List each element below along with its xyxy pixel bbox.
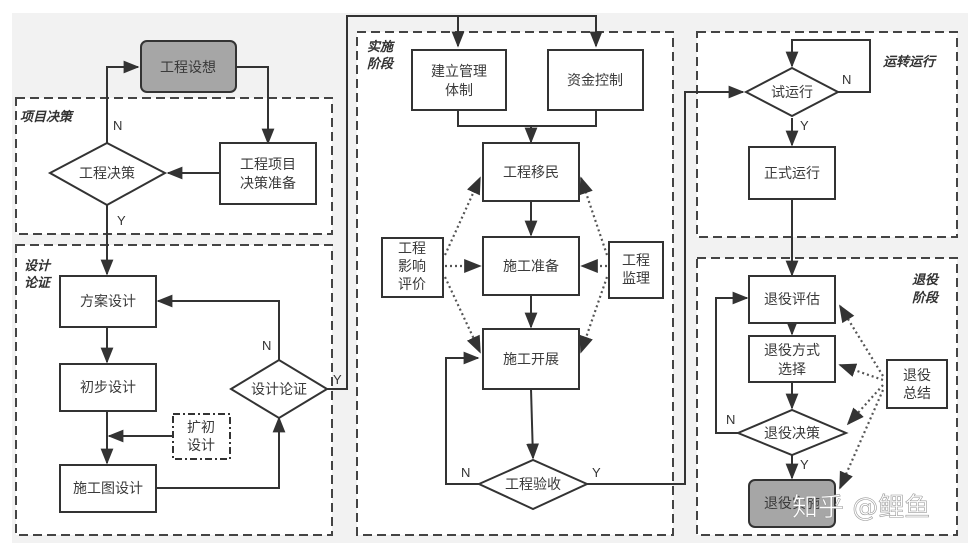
edge-merge-top xyxy=(457,110,597,127)
label-project-decision: 工程决策 xyxy=(79,165,135,182)
label-n-acceptance: N xyxy=(461,465,470,480)
label-mgmt-system-2: 体制 xyxy=(445,83,473,99)
edge-summary-to-decision xyxy=(846,384,884,426)
label-y-acceptance: Y xyxy=(592,465,601,480)
node-fund-control[interactable] xyxy=(547,49,644,111)
node-formal-run[interactable] xyxy=(748,146,836,200)
node-impact-assessment[interactable] xyxy=(381,237,444,298)
watermark: 知乎 @鲤鱼 xyxy=(792,493,930,523)
edge-acceptance-no xyxy=(445,351,480,485)
edge-construction-to-acceptance xyxy=(526,388,539,460)
label-decom-method-2: 选择 xyxy=(778,362,806,378)
label-decom-summary-1: 退役 xyxy=(903,368,931,384)
edge-concept-to-prep xyxy=(236,66,275,145)
edge-drawing-to-review xyxy=(156,416,286,489)
label-acceptance: 工程验收 xyxy=(505,477,561,493)
node-prelim-design[interactable] xyxy=(59,363,157,412)
node-mgmt-system[interactable] xyxy=(411,49,507,111)
label-n-decision: N xyxy=(113,118,122,133)
section-label-design-1: 设计 xyxy=(24,258,52,274)
label-decision-prep-1: 工程项目 xyxy=(240,157,296,173)
node-decom-final[interactable] xyxy=(748,479,836,528)
node-construction-drawing[interactable] xyxy=(59,464,157,513)
label-impact-1: 工程 xyxy=(398,241,426,257)
label-trial-run: 试运行 xyxy=(771,85,813,101)
label-n-decom: N xyxy=(726,412,735,427)
node-project-decision[interactable] xyxy=(47,141,168,207)
section-label-decision: 项目决策 xyxy=(20,109,75,125)
node-construction-prep[interactable] xyxy=(482,236,580,296)
section-operation-frame xyxy=(696,31,958,238)
label-resettlement: 工程移民 xyxy=(503,165,559,181)
edge-acceptance-yes xyxy=(587,85,745,485)
label-decom-method-1: 退役方式 xyxy=(764,343,820,359)
label-extended-design-1: 扩初 xyxy=(187,419,215,436)
label-impact-2: 影响 xyxy=(398,259,426,275)
label-decom-assessment: 退役评估 xyxy=(764,292,820,308)
label-y-review: Y xyxy=(333,372,342,387)
node-decision-prep[interactable] xyxy=(219,142,317,205)
edge-review-no xyxy=(156,294,280,360)
label-construction: 施工开展 xyxy=(503,352,559,368)
label-decom-summary-2: 总结 xyxy=(903,386,931,402)
section-label-decom-2: 阶段 xyxy=(912,290,940,306)
node-decom-method[interactable] xyxy=(748,335,836,383)
label-scheme-design: 方案设计 xyxy=(80,293,136,310)
label-impact-3: 评价 xyxy=(398,277,426,293)
label-y-trial: Y xyxy=(800,118,809,133)
node-extended-design[interactable] xyxy=(172,413,231,460)
node-concept[interactable] xyxy=(140,40,237,93)
edge-trial-no xyxy=(785,39,871,93)
label-construction-drawing: 施工图设计 xyxy=(73,481,143,497)
label-mgmt-system-1: 建立管理 xyxy=(431,64,487,80)
label-fund-control: 资金控制 xyxy=(567,73,623,89)
label-decision-prep-2: 决策准备 xyxy=(240,175,296,192)
edge-impact-to-construction xyxy=(444,276,481,354)
label-y-decision: Y xyxy=(117,213,126,228)
edge-impact-to-resettlement xyxy=(443,176,482,256)
label-y-decom: Y xyxy=(800,457,809,472)
label-decom-decision: 退役决策 xyxy=(764,425,820,442)
node-design-review[interactable] xyxy=(229,358,329,420)
label-n-review: N xyxy=(262,338,271,353)
section-label-impl-2: 阶段 xyxy=(367,56,395,72)
node-decom-summary[interactable] xyxy=(886,359,948,409)
node-supervision[interactable] xyxy=(608,241,664,299)
label-supervision-2: 监理 xyxy=(622,271,650,287)
label-design-review: 设计论证 xyxy=(251,382,307,398)
edge-review-yes xyxy=(327,15,603,390)
label-decom-final: 退役实施 xyxy=(764,496,820,512)
section-label-operation: 运转运行 xyxy=(883,54,937,70)
node-scheme-design[interactable] xyxy=(59,275,157,328)
label-supervision-1: 工程 xyxy=(622,253,650,269)
label-construction-prep: 施工准备 xyxy=(503,258,559,275)
label-prelim-design: 初步设计 xyxy=(80,379,136,396)
edge-supervision-to-resettlement xyxy=(579,176,609,256)
label-concept: 工程设想 xyxy=(160,60,216,76)
label-extended-design-2: 设计 xyxy=(187,438,215,454)
label-n-trial: N xyxy=(842,72,851,87)
node-trial-run[interactable] xyxy=(743,66,841,118)
node-decom-decision[interactable] xyxy=(735,408,849,457)
section-label-design-2: 论证 xyxy=(24,275,53,291)
edge-decom-decision-no xyxy=(715,291,749,434)
section-label-decom-1: 退役 xyxy=(912,272,940,288)
node-resettlement[interactable] xyxy=(482,142,580,202)
node-decom-assessment[interactable] xyxy=(748,275,836,324)
edge-decision-no xyxy=(106,60,140,143)
section-label-impl-1: 实施 xyxy=(367,39,396,55)
edge-summary-to-assessment xyxy=(839,304,884,377)
node-acceptance[interactable] xyxy=(476,458,590,511)
node-construction[interactable] xyxy=(482,328,580,390)
label-formal-run: 正式运行 xyxy=(764,166,820,182)
edge-supervision-to-construction xyxy=(579,276,609,354)
